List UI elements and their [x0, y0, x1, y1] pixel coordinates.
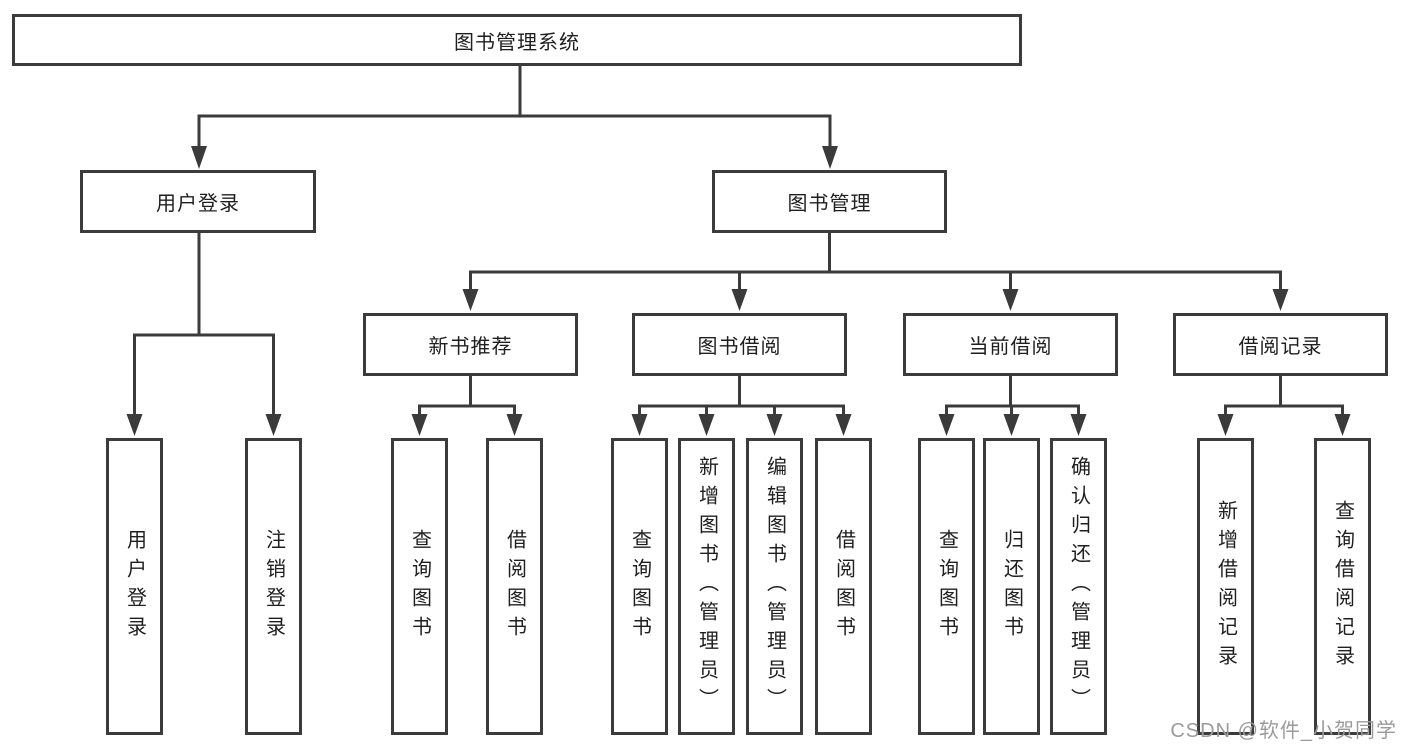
leaf-edit-books-admin: 编辑图书（管理员） [746, 438, 803, 735]
arrow-down-icon [766, 414, 783, 436]
leaf-add-borrow-record: 新增借阅记录 [1197, 438, 1254, 735]
arrow-down-icon [1070, 414, 1087, 436]
watermark: CSDN @软件_小贺同学 [1170, 720, 1397, 742]
arrow-down-icon [411, 414, 428, 436]
leaf-return-books: 归还图书 [983, 438, 1040, 735]
arrowheads [126, 146, 1351, 436]
leaf-confirm-return-admin: 确认归还（管理员） [1050, 438, 1107, 735]
leaf-borrow-books-recommend-label: 借阅图书 [503, 528, 526, 645]
leaf-borrow-books: 借阅图书 [815, 438, 872, 735]
node-book-management-label: 图书管理 [787, 193, 872, 215]
node-user-login-label: 用户登录 [156, 193, 240, 215]
leaf-query-books-recommend: 查询图书 [391, 438, 448, 735]
leaf-query-books-recommend-label: 查询图书 [408, 528, 431, 645]
node-current-borrow-label: 当前借阅 [968, 336, 1053, 358]
arrow-down-icon [265, 414, 282, 436]
leaf-user-login: 用户登录 [106, 438, 163, 735]
arrow-down-icon [731, 289, 748, 311]
connector-bookborrow-to-leaves [638, 376, 845, 416]
leaf-logout-login-label: 注销登录 [262, 528, 285, 645]
arrow-down-icon [1003, 414, 1020, 436]
connector-userlogin-to-leaves [133, 233, 275, 416]
connector-newbooks-to-leaves [418, 376, 516, 416]
arrow-down-icon [938, 414, 955, 436]
arrow-down-icon [698, 414, 715, 436]
node-current-borrow: 当前借阅 [903, 313, 1118, 376]
leaf-query-books-current-label: 查询图书 [935, 528, 958, 645]
connector-bookmgmt-to-level3 [469, 233, 1282, 290]
arrow-down-icon [506, 414, 523, 436]
leaf-return-books-label: 归还图书 [1000, 528, 1023, 645]
node-new-book-recommend-label: 新书推荐 [428, 336, 513, 358]
node-root-label: 图书管理系统 [454, 31, 580, 54]
leaf-query-borrow-record-label: 查询借阅记录 [1331, 499, 1354, 674]
leaf-edit-books-admin-label: 编辑图书（管理员） [763, 456, 786, 717]
connector-strokes [133, 66, 1344, 416]
arrow-down-icon [1272, 289, 1289, 311]
leaf-add-borrow-record-label: 新增借阅记录 [1214, 499, 1237, 674]
arrow-down-icon [462, 289, 479, 311]
leaf-confirm-return-admin-label: 确认归还（管理员） [1067, 456, 1090, 717]
arrow-down-icon [835, 414, 852, 436]
arrow-down-icon [191, 146, 207, 169]
connector-currentborrow-to-leaves [945, 376, 1080, 416]
leaf-query-books-borrow: 查询图书 [611, 438, 668, 735]
leaf-query-books-borrow-label: 查询图书 [628, 528, 651, 645]
arrow-down-icon [1217, 414, 1234, 436]
node-root: 图书管理系统 [12, 14, 1022, 66]
leaf-query-borrow-record: 查询借阅记录 [1314, 438, 1371, 735]
leaf-borrow-books-recommend: 借阅图书 [486, 438, 543, 735]
leaf-borrow-books-label: 借阅图书 [832, 528, 855, 645]
node-book-borrow: 图书借阅 [632, 313, 847, 376]
node-borrow-records: 借阅记录 [1173, 313, 1388, 376]
leaf-add-books-admin-label: 新增图书（管理员） [695, 456, 718, 717]
arrow-down-icon [1002, 289, 1019, 311]
node-book-borrow-label: 图书借阅 [697, 336, 782, 358]
node-new-book-recommend: 新书推荐 [363, 313, 578, 376]
connector-root-to-level2 [197, 66, 832, 148]
node-borrow-records-label: 借阅记录 [1238, 336, 1323, 358]
leaf-logout-login: 注销登录 [245, 438, 302, 735]
arrow-down-icon [126, 414, 143, 436]
node-user-login: 用户登录 [80, 170, 316, 233]
leaf-user-login-label: 用户登录 [123, 528, 146, 645]
node-book-management: 图书管理 [712, 170, 947, 233]
arrow-down-icon [822, 146, 838, 169]
connector-borrowrecords-to-leaves [1224, 376, 1344, 416]
arrow-down-icon [631, 414, 648, 436]
arrow-down-icon [1334, 414, 1351, 436]
leaf-query-books-current: 查询图书 [918, 438, 975, 735]
leaf-add-books-admin: 新增图书（管理员） [678, 438, 735, 735]
